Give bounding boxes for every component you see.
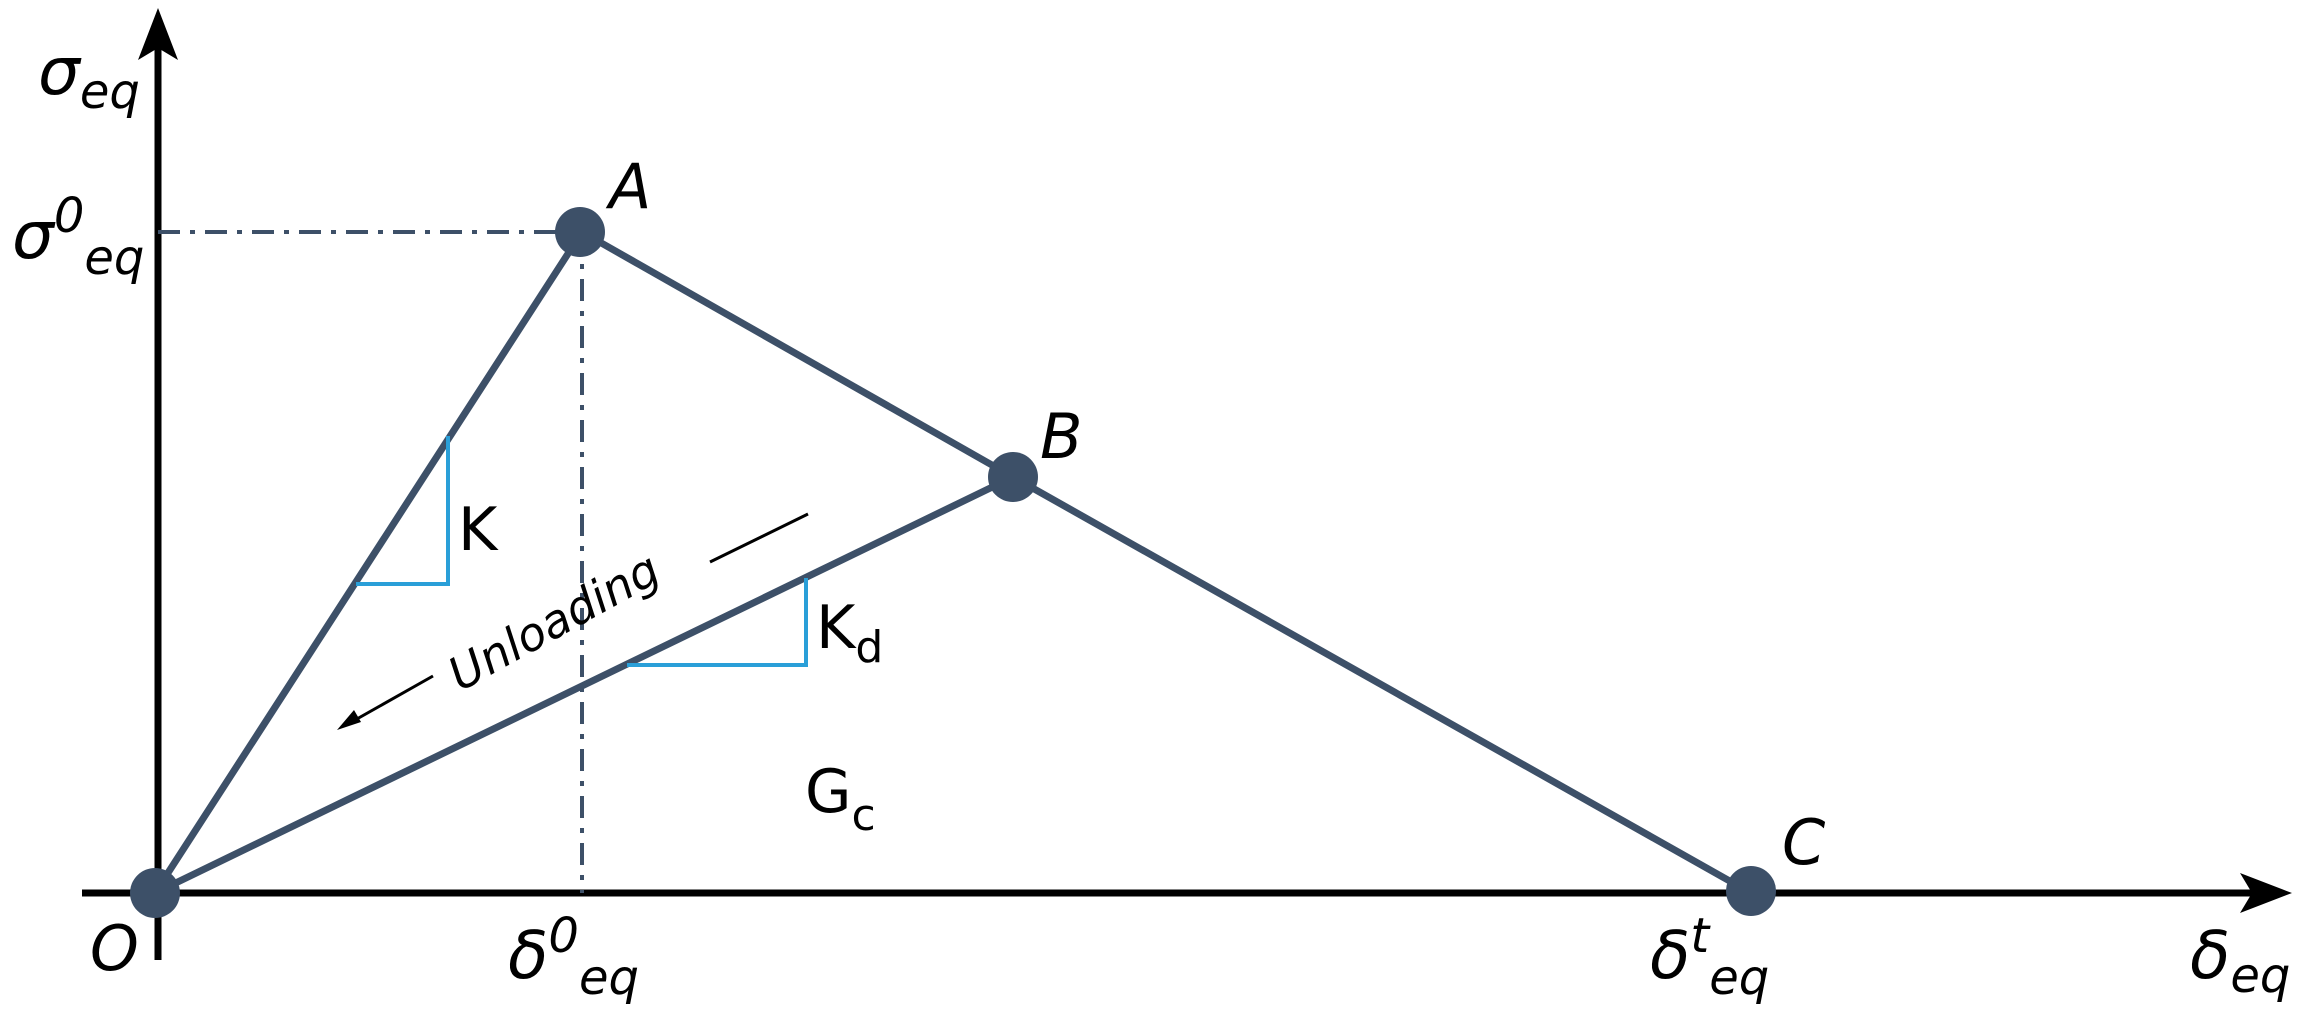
point-O-marker xyxy=(130,868,180,918)
fracture-energy-subscript: c xyxy=(852,790,876,841)
origin-label: O xyxy=(90,912,139,985)
y-axis-title: σeq xyxy=(38,33,140,120)
delta0-tick-label: δ0eq xyxy=(508,908,639,1006)
deltat-base: δ xyxy=(1650,917,1690,994)
point-C-marker xyxy=(1726,866,1776,916)
loading-segment-OA xyxy=(152,230,585,895)
y-axis-symbol: σ xyxy=(38,33,82,110)
unloading-label: Unloading xyxy=(439,542,668,702)
sigma0-subscript: eq xyxy=(84,230,144,286)
unloading-arrowhead xyxy=(337,710,361,730)
deltat-superscript: t xyxy=(1690,908,1711,964)
point-C-label: C xyxy=(1782,806,1826,879)
delta0-superscript: 0 xyxy=(548,908,579,964)
delta0-base: δ xyxy=(508,917,548,994)
deltat-subscript: eq xyxy=(1709,950,1769,1006)
damaged-stiffness-subscript: d xyxy=(855,622,883,673)
x-axis-title: δeq xyxy=(2190,917,2290,1004)
damaged-stiffness-label: Kd xyxy=(816,593,883,673)
stiffness-slope-triangle xyxy=(356,436,450,586)
delta0-subscript: eq xyxy=(579,950,639,1006)
sigma0-tick-label: σ0eq xyxy=(12,188,144,286)
slope-triangles xyxy=(356,436,808,667)
x-axis-subscript: eq xyxy=(2230,948,2290,1004)
softening-segment-AB xyxy=(580,228,1015,481)
x-axis-symbol: δ xyxy=(2190,917,2230,994)
point-B-marker xyxy=(988,452,1038,502)
points xyxy=(130,207,1776,918)
guide-lines xyxy=(158,230,584,893)
sigma0-base: σ xyxy=(12,197,56,274)
point-A-label: A xyxy=(605,150,651,223)
curve xyxy=(152,228,1753,897)
unloading-arrow-shaft xyxy=(347,674,434,726)
unloading-segment-BO xyxy=(153,473,1015,897)
deltat-tick-label: δteq xyxy=(1650,908,1769,1006)
y-axis-subscript: eq xyxy=(80,64,140,120)
unloading-direction-line xyxy=(709,512,809,564)
damaged-stiffness-base: K xyxy=(816,593,857,663)
point-B-label: B xyxy=(1040,400,1083,473)
axes xyxy=(82,8,2292,960)
fracture-energy-label: Gc xyxy=(805,757,876,841)
sigma0-superscript: 0 xyxy=(54,188,85,244)
stiffness-label: K xyxy=(458,495,499,565)
x-axis-arrowhead xyxy=(2240,873,2292,913)
softening-segment-BC xyxy=(1011,473,1753,897)
y-axis-arrowhead xyxy=(138,8,178,60)
unloading-indicator: Unloading xyxy=(337,512,809,730)
damaged-stiffness-slope-triangle xyxy=(627,578,808,667)
fracture-energy-base: G xyxy=(805,757,852,827)
point-A-marker xyxy=(555,207,605,257)
